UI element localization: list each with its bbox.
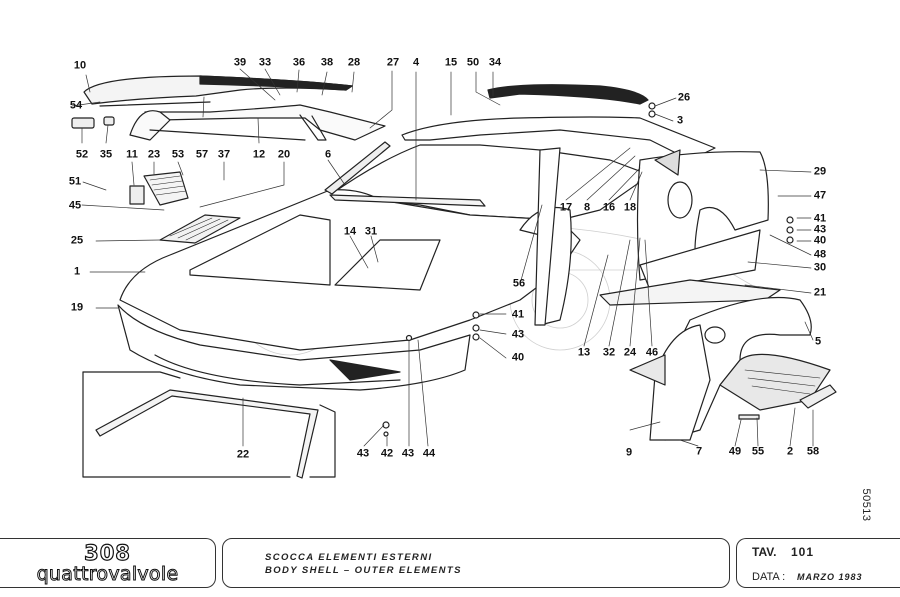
callout-51: 51 [68,175,82,188]
callout-34: 34 [488,56,502,69]
part-35-shape [103,116,115,126]
callout-54: 54 [69,99,83,112]
fasteners [382,102,794,437]
callout-40-mid: 40 [511,351,525,364]
callout-14: 14 [343,225,357,238]
drawing-number: 50513 [860,488,872,522]
callout-43-b: 43 [401,447,415,460]
date-label: DATA : [752,571,786,583]
callout-40-right: 40 [813,234,827,247]
callout-57: 57 [195,148,209,161]
callout-28: 28 [347,56,361,69]
callout-29: 29 [813,165,827,178]
callout-15: 15 [444,56,458,69]
louver-panel-part [129,171,189,206]
title-block-info: TAV. 101 DATA : MARZO 1983 [736,538,900,588]
callout-52: 52 [75,148,89,161]
callout-1: 1 [73,265,81,278]
callout-8: 8 [583,201,591,214]
callout-53: 53 [171,148,185,161]
door-seal-part [82,371,336,479]
callout-58: 58 [806,445,820,458]
callout-43-mid: 43 [511,328,525,341]
rear-lower-fender-assembly [629,296,837,441]
callout-46: 46 [645,346,659,359]
windscreen-frame-part [324,141,486,207]
callout-13: 13 [577,346,591,359]
callout-16: 16 [602,201,616,214]
callout-49: 49 [728,445,742,458]
callout-17: 17 [559,201,573,214]
callout-42: 42 [380,447,394,460]
callout-24: 24 [623,346,637,359]
callout-39: 39 [233,56,247,69]
roof-panel-part [83,75,353,107]
callout-45: 45 [68,199,82,212]
callout-37: 37 [217,148,231,161]
callout-4: 4 [412,56,420,69]
callout-47: 47 [813,189,827,202]
callout-41-right: 41 [813,212,827,225]
callout-25: 25 [70,234,84,247]
callout-55: 55 [751,445,765,458]
callout-19: 19 [70,301,84,314]
callout-27: 27 [386,56,400,69]
callout-9: 9 [625,446,633,459]
callout-32: 32 [602,346,616,359]
callout-23: 23 [147,148,161,161]
callout-3: 3 [676,114,684,127]
callout-30: 30 [813,261,827,274]
model-logo: 308 [83,541,131,565]
callout-31: 31 [364,225,378,238]
title-italian: SCOCCA ELEMENTI ESTERNI [265,552,433,563]
date-value: MARZO 1983 [797,572,863,582]
callout-22: 22 [236,448,250,461]
title-block-logo: 308 quattrovalvole [0,538,216,588]
leader-lines [71,68,814,447]
tav-value: 101 [791,545,815,559]
spoiler-34-part [487,84,649,105]
rear-sail-frame-part [129,104,386,141]
callout-43-a: 43 [356,447,370,460]
callout-10: 10 [73,59,87,72]
callout-41-mid: 41 [511,308,525,321]
tav-label: TAV. [752,545,777,559]
callout-11: 11 [126,148,138,161]
callout-35: 35 [99,148,113,161]
callout-38: 38 [320,56,334,69]
callout-6: 6 [324,148,332,161]
callout-18: 18 [623,201,637,214]
callout-56: 56 [512,277,526,290]
callout-12: 12 [252,148,266,161]
callout-48: 48 [813,248,827,261]
callout-33: 33 [258,56,272,69]
callout-7: 7 [695,445,703,458]
title-english: BODY SHELL – OUTER ELEMENTS [265,565,462,576]
part-52-shape [71,117,95,129]
exploded-body-shell-diagram: 10 54 52 35 57 39 33 36 38 28 27 12 11 2… [68,56,872,522]
body-shell-drawing [71,68,837,479]
callout-21: 21 [813,286,827,299]
callout-2: 2 [786,445,794,458]
model-sub-logo: quattrovalvole [36,563,179,585]
callout-36: 36 [292,56,306,69]
callout-43-right: 43 [813,223,827,236]
callout-5: 5 [814,335,822,348]
callout-44: 44 [422,447,436,460]
callout-20: 20 [277,148,291,161]
callout-50: 50 [466,56,480,69]
title-block-description: SCOCCA ELEMENTI ESTERNI BODY SHELL – OUT… [222,538,730,588]
rear-quarter-panel [599,149,781,306]
callout-26: 26 [677,91,691,104]
